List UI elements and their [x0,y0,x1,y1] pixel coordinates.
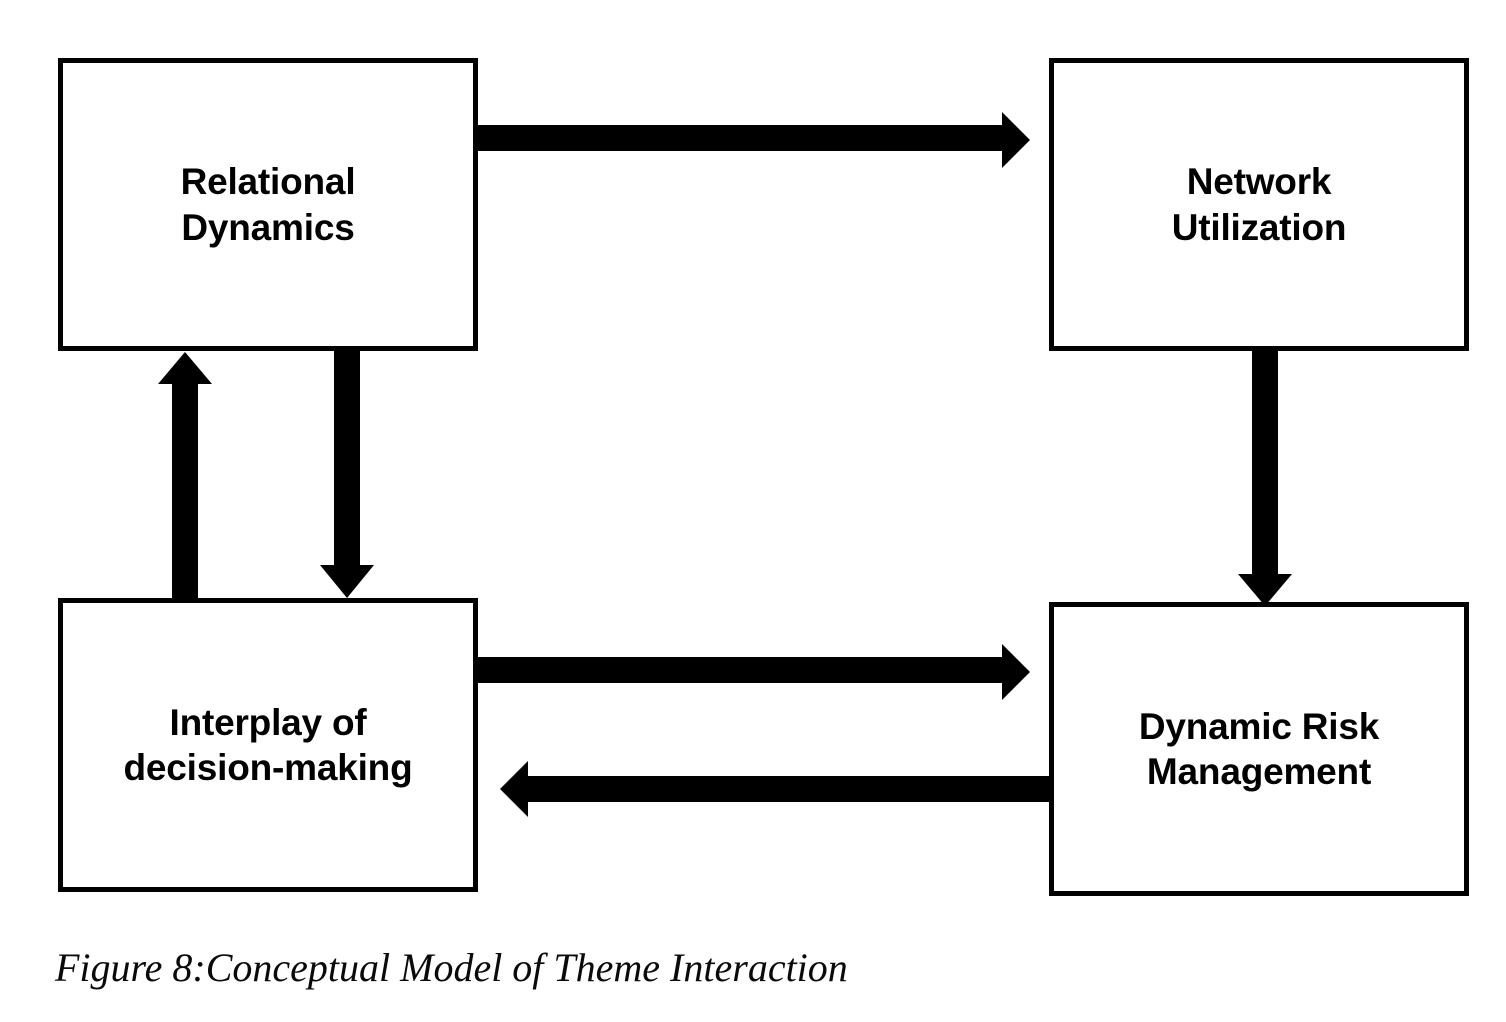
node-network-utilization[interactable]: Network Utilization [1049,58,1469,351]
arrow-right-icon [470,644,1030,700]
node-relational-dynamics[interactable]: Relational Dynamics [58,58,478,351]
diagram-canvas: Relational Dynamics Network Utilization … [58,58,1469,896]
node-dynamic-risk-management[interactable]: Dynamic Risk Management [1049,602,1469,896]
arrow-left-dynamic-risk-management-to-interplay-of-decision-making [500,761,1062,817]
arrow-right-interplay-of-decision-making-to-dynamic-risk-management [470,644,1030,700]
figure-caption: Figure 8:Conceptual Model of Theme Inter… [55,945,848,990]
node-label-interplay-of-decision-making: Interplay of decision-making [123,701,413,788]
arrow-right-icon [470,112,1030,168]
arrow-down-relational-dynamics-to-interplay-of-decision-making [320,340,374,598]
arrow-down-icon [320,340,374,598]
node-label-relational-dynamics: Relational Dynamics [180,161,356,248]
arrow-up-interplay-of-decision-making-to-relational-dynamics [158,352,212,608]
node-interplay-of-decision-making[interactable]: Interplay of decision-making [58,598,478,892]
arrow-down-icon [1238,344,1292,606]
arrow-left-icon [500,761,1062,817]
arrow-up-icon [158,352,212,608]
arrow-right-relational-dynamics-to-network-utilization [470,112,1030,168]
node-label-network-utilization: Network Utilization [1171,161,1347,248]
node-label-dynamic-risk-management: Dynamic Risk Management [1138,705,1380,792]
arrow-down-network-utilization-to-dynamic-risk-management [1238,344,1292,606]
